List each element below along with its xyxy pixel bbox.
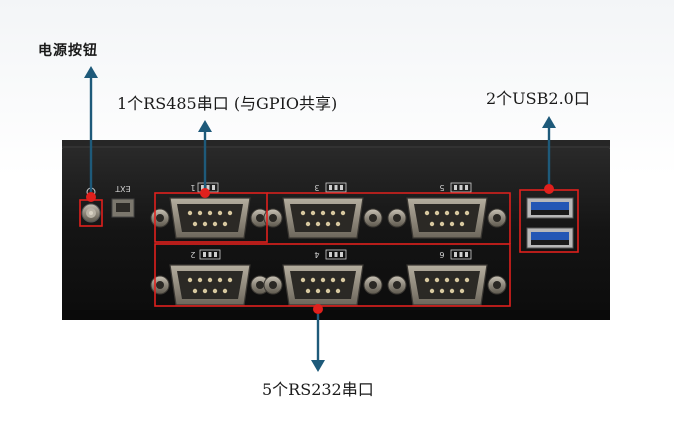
- usb-arrow-head: [542, 116, 556, 128]
- svg-text:2: 2: [190, 250, 195, 259]
- power-button-label: 电源按钮: [38, 43, 98, 59]
- rs485-arrow-head: [198, 120, 212, 132]
- rs232-callout-box-lower: [154, 243, 511, 307]
- port-label-5: 5: [439, 182, 472, 193]
- rs232-arrow-head: [311, 360, 325, 372]
- usb-port-bottom: [526, 227, 574, 249]
- power-callout-dot: [86, 192, 96, 202]
- svg-text:3: 3: [314, 183, 319, 192]
- usb-port-top: [526, 197, 574, 219]
- power-arrow-head: [84, 66, 98, 78]
- port-label-2: 2: [190, 249, 221, 260]
- port-label-3: 3: [314, 182, 347, 193]
- svg-text:6: 6: [439, 250, 444, 259]
- port-label-6: 6: [439, 249, 472, 260]
- usb-ports-label: 2个USB2.0口: [486, 89, 590, 108]
- port-label-1: 1: [190, 182, 219, 193]
- usb-callout-dot: [544, 184, 554, 194]
- rs485-callout-box: [154, 192, 268, 243]
- heatsink-fins: [62, 140, 610, 148]
- ext-port: [111, 198, 135, 218]
- rs232-callout-dot: [313, 304, 323, 314]
- svg-text:1: 1: [190, 183, 195, 192]
- rs232-ports-label: 5个RS232串口: [262, 380, 374, 399]
- power-button[interactable]: [81, 203, 101, 223]
- svg-text:4: 4: [314, 250, 319, 259]
- rs485-port-label: 1个RS485串口 (与GPIO共享): [117, 94, 338, 113]
- ext-label: EXT: [115, 184, 130, 193]
- rs485-callout-dot: [200, 188, 210, 198]
- port-label-4: 4: [314, 249, 347, 260]
- svg-text:5: 5: [439, 183, 444, 192]
- rs232-callout-box-upper: [267, 192, 511, 244]
